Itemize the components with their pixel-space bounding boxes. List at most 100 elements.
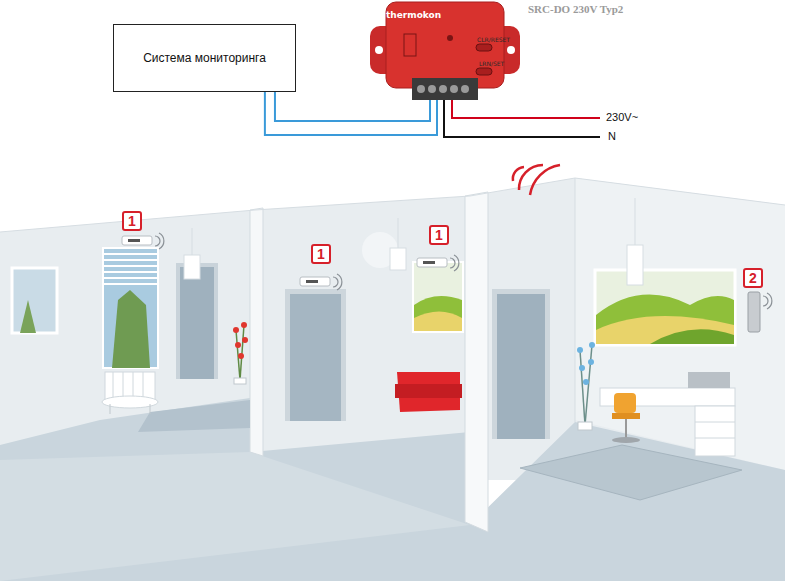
illustration-part <box>236 325 244 380</box>
illustration-part <box>234 378 246 384</box>
illustration-part <box>454 255 459 271</box>
brand-logo: thermokon <box>386 10 441 20</box>
illustration-part <box>122 236 152 245</box>
illustration-part <box>128 239 140 242</box>
device-model: SRC-DO 230V Typ2 <box>528 3 623 15</box>
callout-number: 1 <box>122 211 142 231</box>
illustration-part <box>285 289 346 421</box>
illustration-part <box>155 236 160 246</box>
illustration-part <box>333 277 338 287</box>
illustration-part <box>614 393 636 413</box>
illustration-part <box>159 233 164 249</box>
illustration-part <box>180 267 214 379</box>
illustration-part <box>650 329 734 344</box>
illustration-part <box>306 280 318 283</box>
illustration-part <box>290 294 341 421</box>
callout-number: 1 <box>311 244 331 264</box>
illustration-part <box>150 404 151 414</box>
illustration-part <box>398 218 399 248</box>
phase-wire <box>452 100 600 118</box>
radio-waves <box>155 233 772 309</box>
illustration-part <box>413 262 463 332</box>
illustration-part <box>450 258 455 268</box>
illustration-part <box>588 359 594 365</box>
illustration-part <box>579 365 585 371</box>
illustration-part <box>585 345 592 425</box>
illustration-part <box>390 248 406 270</box>
illustration-part <box>583 379 589 385</box>
illustration-part <box>767 293 772 309</box>
illustration-part <box>414 296 462 331</box>
illustration-part <box>337 274 342 290</box>
illustration-part <box>439 85 447 93</box>
illustration-part <box>695 422 735 423</box>
illustration-part <box>103 248 158 368</box>
illustration-part <box>688 372 730 388</box>
illustration-part <box>423 261 435 264</box>
illustration-part <box>386 2 504 88</box>
illustration-part <box>238 353 244 359</box>
illustration-part <box>625 419 627 438</box>
illustration-part <box>110 404 111 414</box>
illustration-part <box>580 345 592 425</box>
illustration-part <box>578 422 592 430</box>
illustration-part <box>476 44 492 51</box>
illustration-part <box>395 384 462 398</box>
illustration-part <box>103 253 158 255</box>
signal-wire <box>265 92 437 135</box>
supply-label: 230V~ <box>606 111 638 123</box>
illustration-part <box>447 35 453 41</box>
button-label: CLR/RESET <box>477 36 510 43</box>
illustration-part <box>375 46 383 54</box>
controller-device: SRC-DO 230V Typ2 thermokon <box>370 0 640 100</box>
ceiling-lamps <box>184 198 643 285</box>
illustration-part <box>476 68 492 75</box>
illustration-part <box>589 342 595 348</box>
illustration-part <box>627 245 643 285</box>
illustration-part <box>103 254 158 284</box>
illustration-part <box>612 413 640 419</box>
illustration-part <box>575 178 576 422</box>
illustration-part <box>192 228 193 255</box>
illustration-part <box>412 78 478 100</box>
illustration-part <box>240 325 244 380</box>
callout-number: 1 <box>429 225 449 245</box>
illustration-part <box>695 406 735 456</box>
illustration-part <box>103 277 158 279</box>
left-room <box>12 248 250 432</box>
illustration-part <box>695 438 735 439</box>
illustration-part <box>492 289 550 439</box>
signal-wire <box>275 92 430 121</box>
illustration-part <box>20 300 36 333</box>
building-walls <box>0 178 785 581</box>
illustration-part <box>748 292 760 332</box>
illustration-part <box>233 322 248 359</box>
illustration-part <box>461 85 469 93</box>
illustration-part <box>103 265 158 267</box>
callout-number: 2 <box>743 268 763 288</box>
illustration-part <box>176 263 218 379</box>
illustration-part <box>103 259 158 261</box>
illustration-part <box>184 255 200 279</box>
illustration-part <box>417 85 425 93</box>
illustration-part <box>417 258 447 267</box>
illustration-part <box>250 208 263 456</box>
illustration-part <box>241 322 247 328</box>
right-room <box>492 270 742 500</box>
illustration-part <box>612 437 640 443</box>
illustration-part <box>242 337 248 343</box>
illustration-part <box>103 283 158 285</box>
room-sensors <box>122 236 760 332</box>
illustration-part <box>577 342 595 385</box>
middle-room <box>285 232 463 421</box>
illustration-part <box>497 294 545 439</box>
illustration-part <box>414 312 462 332</box>
illustration-part <box>520 445 742 500</box>
illustration-part <box>0 178 785 232</box>
illustration-part <box>450 85 458 93</box>
illustration-part <box>595 270 735 345</box>
illustration-part <box>112 290 150 368</box>
neutral-wire <box>444 100 600 137</box>
illustration-part <box>507 46 515 54</box>
